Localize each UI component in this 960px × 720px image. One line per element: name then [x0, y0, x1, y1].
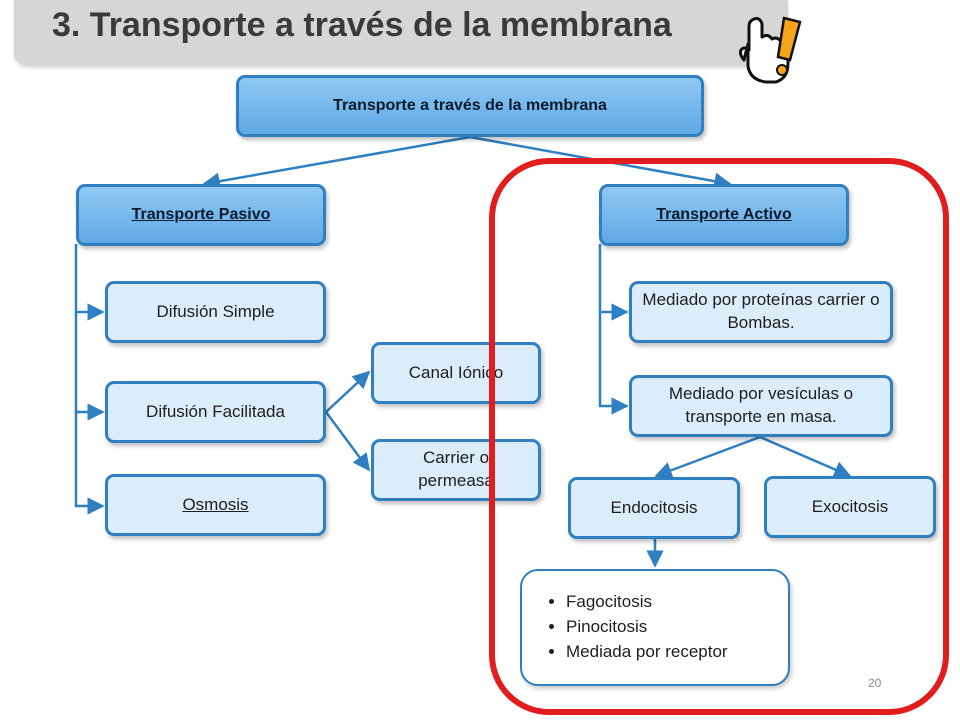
vesicle-mediated-label: Mediado por vesículas o transporte en ma…	[668, 384, 854, 426]
endocytosis-node: Endocitosis	[568, 477, 740, 539]
carrier-label: Carrier o permeasa	[418, 448, 494, 490]
osmosis-node: Osmosis	[105, 474, 326, 536]
facilitated-diffusion-node: Difusión Facilitada	[105, 381, 326, 443]
exocytosis-label: Exocitosis	[811, 496, 889, 516]
protein-mediated-node: Mediado por proteínas carrier o Bombas.	[629, 281, 893, 343]
list-item: Mediada por receptor	[566, 639, 788, 664]
passive-transport-node: Transporte Pasivo	[76, 184, 326, 246]
root-node: Transporte a través de la membrana	[236, 75, 704, 137]
endocytosis-types-box: Fagocitosis Pinocitosis Mediada por rece…	[520, 569, 790, 686]
endocytosis-types-list: Fagocitosis Pinocitosis Mediada por rece…	[522, 589, 788, 664]
ion-channel-label: Canal Iónico	[408, 362, 504, 382]
slide-title: 3. Transporte a través de la membrana	[52, 6, 672, 44]
passive-transport-label: Transporte Pasivo	[131, 206, 271, 223]
active-transport-label: Transporte Activo	[656, 206, 792, 223]
root-node-label: Transporte a través de la membrana	[333, 97, 607, 114]
exocytosis-node: Exocitosis	[764, 476, 936, 538]
carrier-node: Carrier o permeasa	[371, 439, 541, 501]
simple-diffusion-node: Difusión Simple	[105, 281, 326, 343]
osmosis-label: Osmosis	[182, 494, 249, 514]
ion-channel-node: Canal Iónico	[371, 342, 541, 404]
endocytosis-label: Endocitosis	[610, 497, 698, 517]
vesicle-mediated-node: Mediado por vesículas o transporte en ma…	[629, 375, 893, 437]
simple-diffusion-label: Difusión Simple	[156, 301, 275, 321]
facilitated-diffusion-label: Difusión Facilitada	[146, 401, 285, 421]
highlight-frame	[489, 158, 949, 715]
active-transport-node: Transporte Activo	[599, 184, 849, 246]
list-item: Fagocitosis	[566, 589, 788, 614]
hand-cursor-icon	[738, 16, 802, 84]
page-number: 20	[868, 676, 882, 690]
protein-mediated-label: Mediado por proteínas carrier o Bombas.	[642, 290, 880, 332]
title-bar: 3. Transporte a través de la membrana	[14, 0, 788, 66]
list-item: Pinocitosis	[566, 614, 788, 639]
